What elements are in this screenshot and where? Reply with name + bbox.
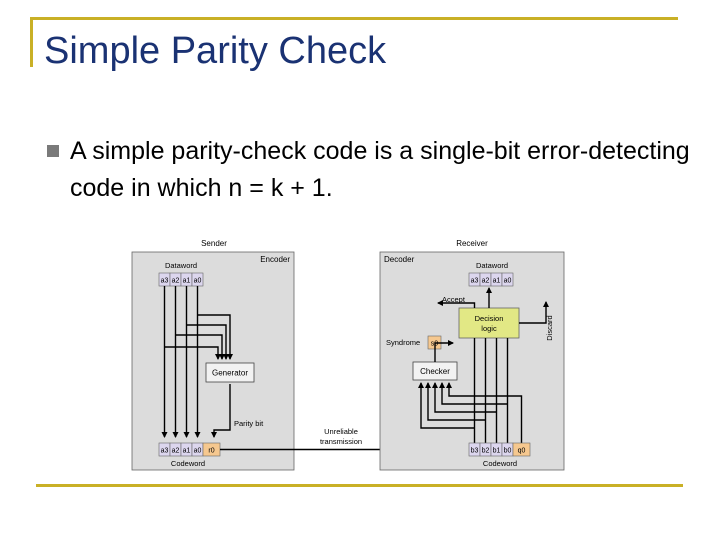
generator-label: Generator (212, 369, 248, 378)
sender-codeword: a3 a2 a1 a0 r0 (158, 442, 221, 457)
receiver-dataword-label: Dataword (476, 261, 508, 270)
sender-codeword-bit-label: a3 (161, 448, 169, 455)
sender-dataword-bit-label: a3 (161, 278, 169, 285)
receiver-dataword-bit-label: a2 (482, 278, 490, 285)
receiver-codeword-bit-label: b0 (504, 448, 512, 455)
sender-codeword-label: Codeword (171, 459, 205, 468)
receiver-dataword-bit (501, 272, 514, 287)
encoder-box (131, 251, 295, 471)
receiver-codeword-bit-label: b3 (471, 448, 479, 455)
syndrome-label: Syndrome (386, 338, 420, 347)
receiver-heading: Receiver (456, 239, 488, 248)
sender-dataword-bit-label: a0 (194, 278, 202, 285)
checker-label: Checker (420, 367, 450, 376)
channel-label-line2: transmission (320, 437, 362, 446)
receiver-codeword-bit-label: b2 (482, 448, 490, 455)
sender-dataword-label: Dataword (165, 261, 197, 270)
decision-logic-box (458, 307, 520, 339)
sender-codeword-bit-label: a0 (194, 448, 202, 455)
sender-parity-bit-label: r0 (208, 448, 214, 455)
receiver-codeword-label: Codeword (483, 459, 517, 468)
receiver-dataword: a3 a2 a1 a0 (468, 272, 514, 287)
sender-dataword-bit-label: a2 (172, 278, 180, 285)
receiver-dataword-bit-label: a3 (471, 278, 479, 285)
receiver-codeword: b3 b2 b1 b0 q0 (468, 442, 531, 457)
bullet-text: A simple parity-check code is a single-b… (70, 137, 690, 202)
bullet-square-icon (47, 145, 59, 157)
slide-title: Simple Parity Check (44, 30, 387, 72)
accept-label: Accept (442, 295, 466, 304)
decoder-label: Decoder (384, 255, 415, 264)
receiver-parity-bit-label: q0 (518, 448, 526, 455)
sender-dataword-bit-label: a1 (183, 278, 191, 285)
sender-heading: Sender (201, 239, 227, 248)
receiver-codeword-bit-label: b1 (493, 448, 501, 455)
bottom-rule (36, 484, 683, 487)
channel-label-line1: Unreliable (324, 427, 358, 436)
discard-label: Discard (545, 315, 554, 340)
decision-logic-label-line1: Decision (475, 314, 504, 323)
receiver-lines (418, 287, 549, 443)
decision-logic-label-line2: logic (481, 324, 497, 333)
sender-codeword-bit-label: a2 (172, 448, 180, 455)
receiver-dataword-bit-label: a0 (504, 278, 512, 285)
top-rule (30, 17, 678, 20)
parity-bit-label: Parity bit (234, 419, 264, 428)
receiver-parity-bit (512, 442, 531, 457)
sender-dataword: a3 a2 a1 a0 (158, 272, 204, 287)
parity-check-diagram: Sender Encoder Dataword a3 a2 a1 a0 Gene… (131, 239, 565, 471)
decoder-box (379, 251, 565, 471)
generator-box (205, 362, 255, 383)
receiver-dataword-bit-label: a1 (493, 278, 501, 285)
left-rule (30, 17, 33, 67)
encoder-label: Encoder (260, 255, 290, 264)
sender-codeword-bit-label: a1 (183, 448, 191, 455)
sender-data-lines (161, 286, 233, 438)
